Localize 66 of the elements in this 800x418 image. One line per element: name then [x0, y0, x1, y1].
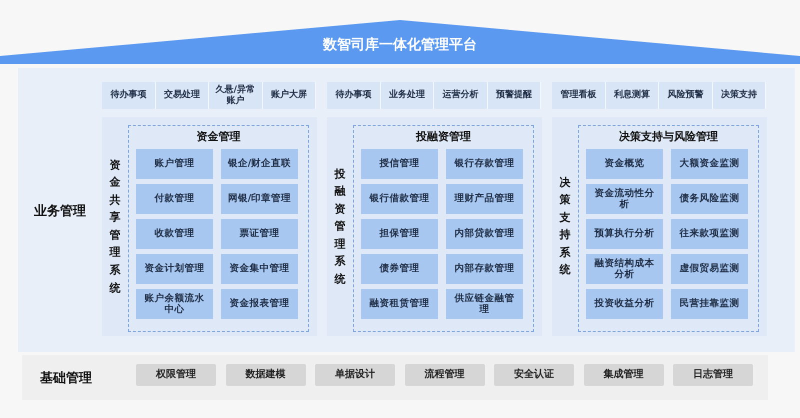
- function-tab: 风险预警: [659, 82, 712, 109]
- module-box: 预算执行分析: [586, 219, 663, 249]
- group-heading: 资金管理: [196, 129, 242, 144]
- module-box: 大额资金监测: [671, 149, 748, 179]
- module-box: 民营挂靠监测: [671, 289, 748, 319]
- function-box: 流程管理: [404, 364, 484, 386]
- function-tab: 久悬/异常账户: [209, 82, 262, 109]
- module-box: 资金集中管理: [221, 254, 298, 284]
- function-box: 权限管理: [136, 364, 216, 386]
- section-label: 业务管理: [34, 203, 86, 220]
- module-box: 授信管理: [361, 149, 438, 179]
- function-tab: 管理看板: [552, 82, 606, 109]
- module-box: 账户余额流水中心: [136, 289, 213, 319]
- function-tab: 预警提醒: [488, 82, 541, 109]
- system-panel: [552, 117, 767, 336]
- module-box: 内部贷款管理: [446, 219, 523, 249]
- module-box: 收款管理: [136, 219, 213, 249]
- module-box: 债务风险监测: [671, 184, 748, 214]
- section-panel: [22, 355, 768, 400]
- module-box: 银行借款管理: [361, 184, 438, 214]
- group-heading: 决策支持与风险管理: [618, 129, 719, 144]
- module-box: 担保管理: [361, 219, 438, 249]
- module-box: 资金计划管理: [136, 254, 213, 284]
- module-box: 供应链金融管理: [446, 289, 523, 319]
- section-label: 基础管理: [40, 370, 92, 387]
- module-box: 账户管理: [136, 149, 213, 179]
- system-panel: [327, 117, 542, 336]
- module-box: 投资收益分析: [586, 289, 663, 319]
- module-box: 资金概览: [586, 149, 663, 179]
- module-box: 债券管理: [361, 254, 438, 284]
- group-heading: 投融资管理: [414, 129, 472, 144]
- vertical-label: 决策支持系统: [559, 174, 571, 279]
- module-box: 资金流动性分析: [586, 184, 663, 214]
- vertical-label: 投融资管理系统: [334, 166, 346, 288]
- module-box: 往来款项监测: [671, 219, 748, 249]
- vertical-label: 资金共享管理系统: [109, 157, 121, 296]
- module-box: 虚假贸易监测: [671, 254, 748, 284]
- module-box: 票证管理: [221, 219, 298, 249]
- function-box: 日志管理: [673, 364, 753, 386]
- function-box: 安全认证: [494, 364, 574, 386]
- function-box: 单据设计: [315, 364, 395, 386]
- system-panel: [102, 117, 317, 336]
- function-tab: 运营分析: [434, 82, 488, 109]
- module-box: 付款管理: [136, 184, 213, 214]
- title: 数智司库一体化管理平台: [322, 36, 478, 54]
- function-tab: 决策支持: [712, 82, 766, 109]
- function-tab: 账户大屏: [262, 82, 316, 109]
- module-box: 融资租赁管理: [361, 289, 438, 319]
- function-tab: 利息测算: [606, 82, 659, 109]
- module-box: 融资结构成本分析: [586, 254, 663, 284]
- module-box: 网银/印章管理: [221, 184, 298, 214]
- function-tab: 交易处理: [156, 82, 209, 109]
- module-box: 银企/财企直联: [221, 149, 298, 179]
- function-box: 集成管理: [584, 364, 664, 386]
- module-box: 理财产品管理: [446, 184, 523, 214]
- module-group: [578, 125, 759, 332]
- function-tab: 业务处理: [380, 82, 434, 109]
- module-group: [353, 125, 534, 332]
- module-box: 资金报表管理: [221, 289, 298, 319]
- function-tab: 待办事项: [327, 82, 380, 109]
- function-tab: 待办事项: [102, 82, 156, 109]
- module-box: 银行存款管理: [446, 149, 523, 179]
- module-box: 内部存款管理: [446, 254, 523, 284]
- section-panel: [18, 68, 795, 352]
- module-group: [128, 125, 309, 332]
- function-box: 数据建模: [226, 364, 306, 386]
